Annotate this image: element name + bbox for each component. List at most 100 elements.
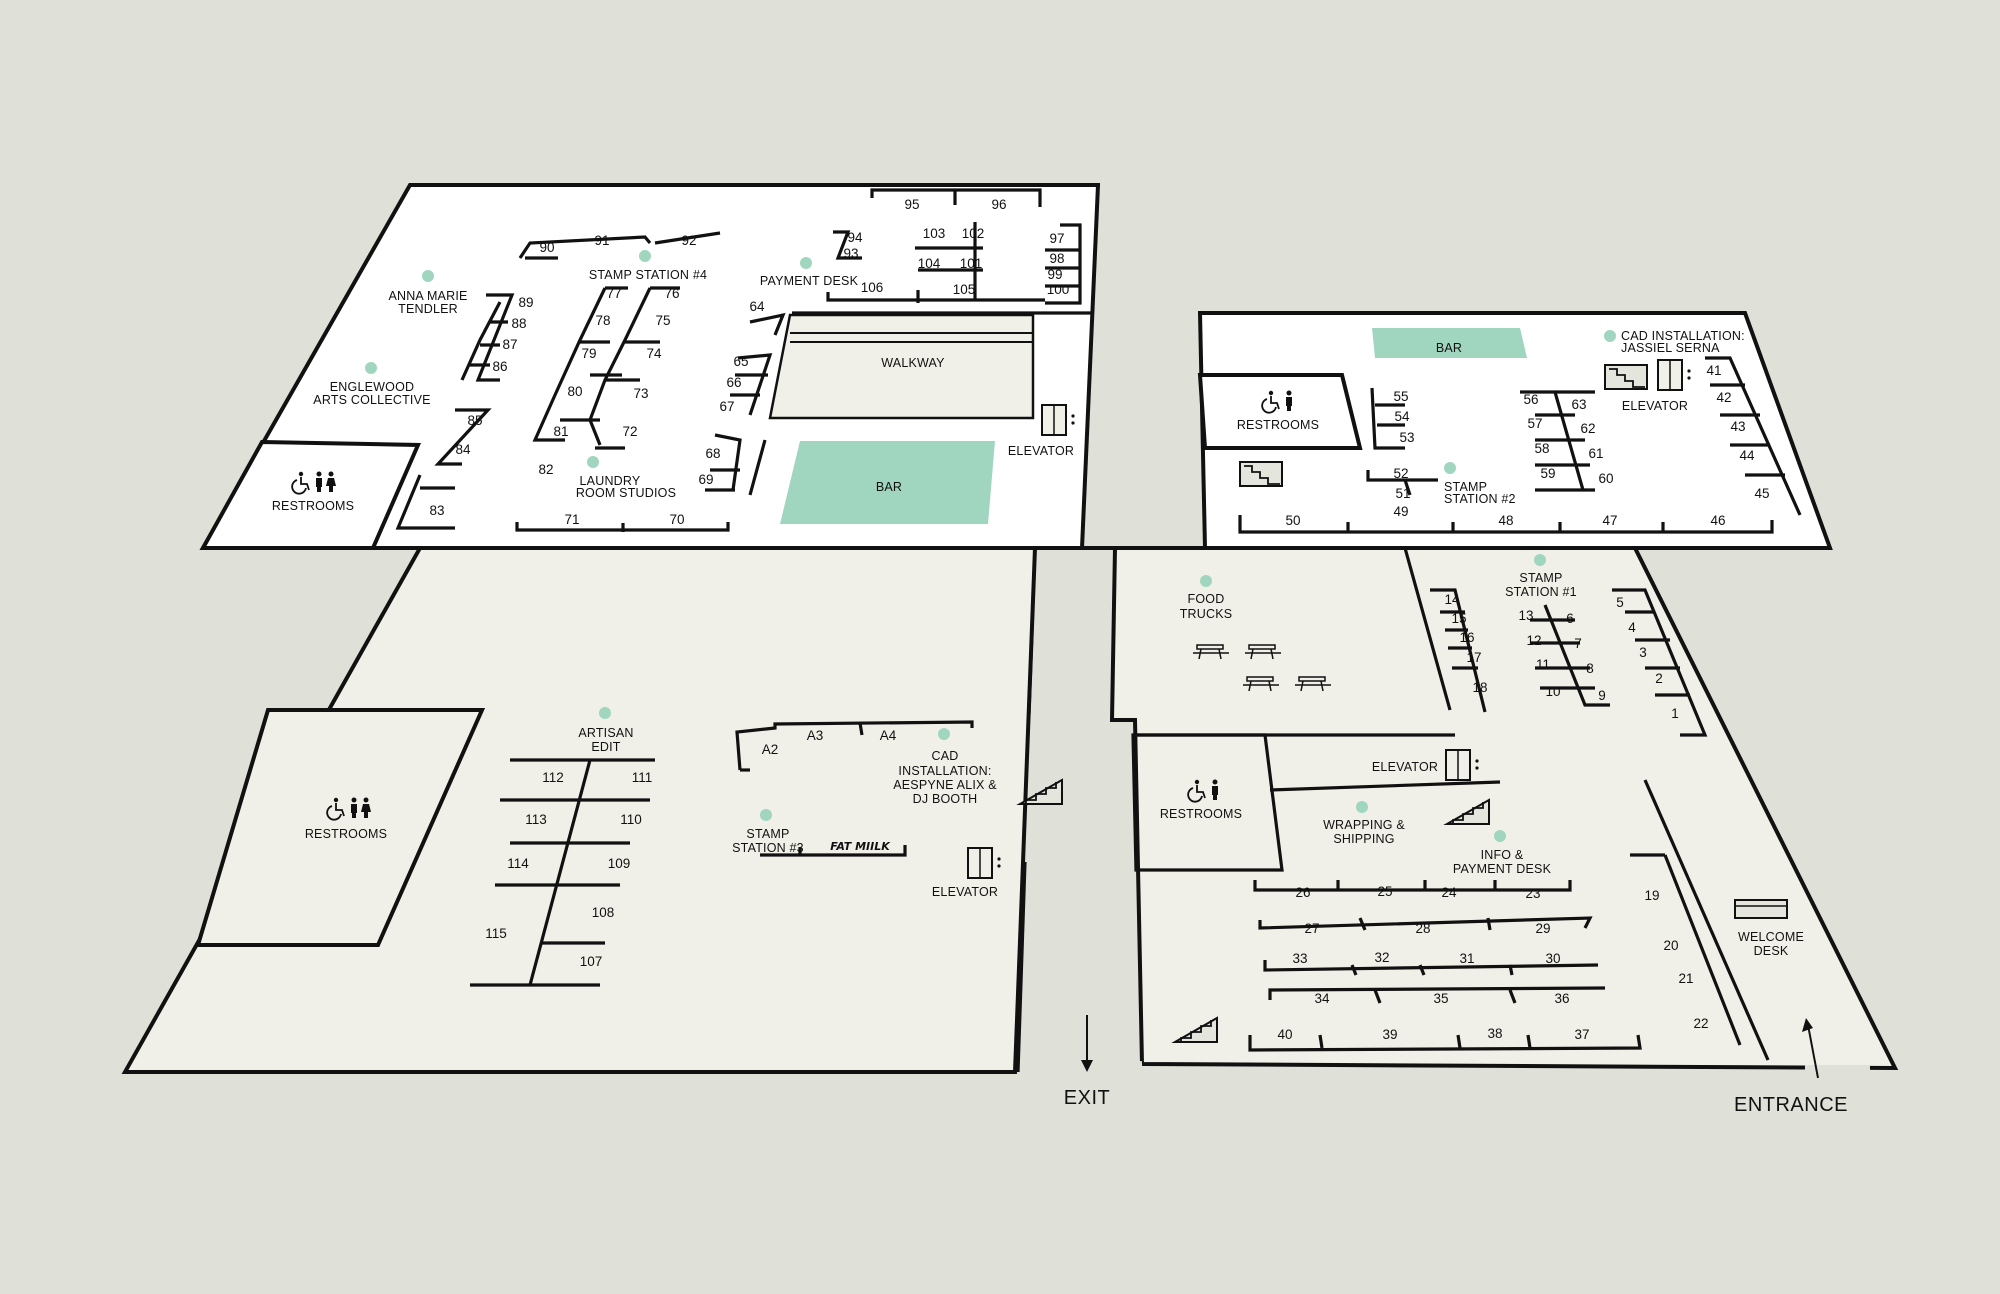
label-stamp-station-4[interactable]: STAMP STATION #4: [589, 268, 707, 282]
booth-number-61[interactable]: 61: [1588, 446, 1603, 461]
booth-number-93[interactable]: 93: [843, 246, 858, 261]
label-restrooms-upper-left[interactable]: RESTROOMS: [272, 499, 354, 513]
booth-number-90[interactable]: 90: [539, 240, 554, 255]
booth-number-9[interactable]: 9: [1598, 688, 1606, 703]
booth-number-45[interactable]: 45: [1754, 486, 1769, 501]
label-bar-upper-left[interactable]: BAR: [876, 480, 902, 494]
booth-number-46[interactable]: 46: [1710, 513, 1725, 528]
booth-number-89[interactable]: 89: [518, 295, 533, 310]
booth-number-80[interactable]: 80: [567, 384, 582, 399]
booth-number-102[interactable]: 102: [962, 226, 985, 241]
booth-number-a4[interactable]: A4: [880, 728, 897, 743]
booth-number-28[interactable]: 28: [1415, 921, 1430, 936]
booth-number-4[interactable]: 4: [1628, 620, 1636, 635]
booth-number-87[interactable]: 87: [502, 337, 517, 352]
booth-number-101[interactable]: 101: [960, 256, 983, 271]
booth-number-a3[interactable]: A3: [807, 728, 824, 743]
booth-number-103[interactable]: 103: [923, 226, 946, 241]
booth-number-72[interactable]: 72: [622, 424, 637, 439]
booth-number-109[interactable]: 109: [608, 856, 631, 871]
booth-number-92[interactable]: 92: [681, 233, 696, 248]
booth-number-78[interactable]: 78: [595, 313, 610, 328]
booth-number-26[interactable]: 26: [1295, 885, 1310, 900]
label-restrooms-upper-right[interactable]: RESTROOMS: [1237, 418, 1319, 432]
booth-number-55[interactable]: 55: [1393, 389, 1408, 404]
booth-number-106[interactable]: 106: [861, 280, 884, 295]
booth-number-95[interactable]: 95: [904, 197, 919, 212]
label-info-payment-desk[interactable]: INFO &PAYMENT DESK: [1453, 848, 1552, 876]
label-wrapping-shipping[interactable]: WRAPPING &SHIPPING: [1323, 818, 1405, 846]
booth-number-8[interactable]: 8: [1586, 661, 1594, 676]
booth-number-51[interactable]: 51: [1395, 486, 1410, 501]
booth-number-75[interactable]: 75: [655, 313, 670, 328]
booth-number-84[interactable]: 84: [455, 442, 471, 457]
booth-number-47[interactable]: 47: [1602, 513, 1617, 528]
label-restrooms-lower-left[interactable]: RESTROOMS: [305, 827, 387, 841]
label-bar-upper-right[interactable]: BAR: [1436, 341, 1462, 355]
booth-number-112[interactable]: 112: [542, 770, 564, 785]
booth-number-69[interactable]: 69: [698, 472, 713, 487]
booth-number-24[interactable]: 24: [1441, 885, 1457, 900]
booth-number-23[interactable]: 23: [1525, 886, 1540, 901]
booth-number-73[interactable]: 73: [633, 386, 648, 401]
booth-number-16[interactable]: 16: [1459, 630, 1474, 645]
booth-number-53[interactable]: 53: [1399, 430, 1414, 445]
booth-number-39[interactable]: 39: [1382, 1027, 1397, 1042]
booth-number-60[interactable]: 60: [1598, 471, 1613, 486]
label-elevator-lower-right[interactable]: ELEVATOR: [1372, 760, 1438, 774]
booth-number-63[interactable]: 63: [1571, 397, 1586, 412]
booth-number-6[interactable]: 6: [1566, 611, 1574, 626]
booth-number-56[interactable]: 56: [1523, 392, 1538, 407]
booth-number-66[interactable]: 66: [726, 375, 741, 390]
booth-number-21[interactable]: 21: [1678, 971, 1693, 986]
booth-number-113[interactable]: 113: [525, 812, 547, 827]
booth-number-30[interactable]: 30: [1545, 951, 1560, 966]
booth-number-110[interactable]: 110: [620, 812, 642, 827]
label-entrance[interactable]: ENTRANCE: [1734, 1094, 1848, 1116]
booth-number-41[interactable]: 41: [1706, 363, 1721, 378]
booth-number-29[interactable]: 29: [1535, 921, 1550, 936]
booth-number-40[interactable]: 40: [1277, 1027, 1292, 1042]
booth-number-98[interactable]: 98: [1049, 251, 1064, 266]
booth-number-57[interactable]: 57: [1527, 416, 1542, 431]
label-elevator-upper-left[interactable]: ELEVATOR: [1008, 444, 1074, 458]
booth-number-70[interactable]: 70: [669, 512, 684, 527]
booth-number-79[interactable]: 79: [581, 346, 596, 361]
booth-number-15[interactable]: 15: [1451, 611, 1466, 626]
booth-number-96[interactable]: 96: [991, 197, 1006, 212]
booth-number-42[interactable]: 42: [1716, 390, 1731, 405]
booth-number-115[interactable]: 115: [485, 926, 507, 941]
booth-number-97[interactable]: 97: [1049, 231, 1064, 246]
booth-number-3[interactable]: 3: [1639, 645, 1647, 660]
booth-number-37[interactable]: 37: [1574, 1027, 1589, 1042]
booth-number-35[interactable]: 35: [1433, 991, 1448, 1006]
booth-number-13[interactable]: 13: [1518, 608, 1533, 623]
booth-number-111[interactable]: 111: [632, 770, 653, 785]
booth-number-50[interactable]: 50: [1285, 513, 1300, 528]
booth-number-100[interactable]: 100: [1047, 282, 1070, 297]
booth-number-59[interactable]: 59: [1540, 466, 1555, 481]
booth-number-2[interactable]: 2: [1655, 671, 1663, 686]
booth-number-107[interactable]: 107: [580, 954, 603, 969]
booth-number-68[interactable]: 68: [705, 446, 720, 461]
booth-number-76[interactable]: 76: [664, 286, 679, 301]
booth-number-86[interactable]: 86: [492, 359, 507, 374]
label-restrooms-lower-right[interactable]: RESTROOMS: [1160, 807, 1242, 821]
booth-number-77[interactable]: 77: [606, 286, 621, 301]
booth-number-49[interactable]: 49: [1393, 504, 1408, 519]
booth-number-10[interactable]: 10: [1545, 684, 1560, 699]
booth-number-19[interactable]: 19: [1644, 888, 1659, 903]
booth-number-5[interactable]: 5: [1616, 595, 1624, 610]
booth-number-22[interactable]: 22: [1693, 1016, 1708, 1031]
booth-number-11[interactable]: 11: [1536, 657, 1550, 672]
booth-number-20[interactable]: 20: [1663, 938, 1678, 953]
booth-number-82[interactable]: 82: [538, 462, 553, 477]
